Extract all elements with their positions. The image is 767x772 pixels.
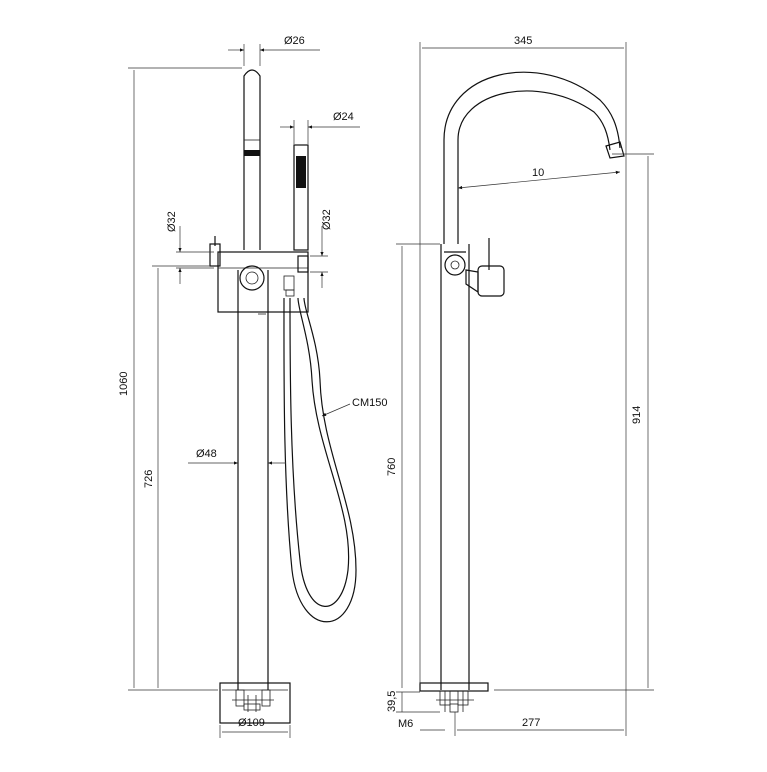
- dim-h39-5-label: 39,5: [386, 691, 398, 712]
- dim-angle10-label: 10: [532, 167, 544, 179]
- hose-cm150-label: CM150: [352, 397, 387, 409]
- dim-h1060-label: 1060: [118, 372, 130, 396]
- dim-w345-label: 345: [514, 35, 532, 47]
- dim-d32-left-label: Ø32: [166, 211, 178, 232]
- dim-d109-label: Ø109: [238, 717, 265, 729]
- dim-d24-label: Ø24: [333, 111, 354, 123]
- dim-w277-label: 277: [522, 717, 540, 729]
- dim-d48-label: Ø48: [196, 448, 217, 460]
- front-dimensions: Ø26 Ø24 Ø32 Ø32 1060 726 Ø48 C: [118, 35, 387, 738]
- dim-h914-label: 914: [631, 406, 643, 424]
- front-view: [209, 69, 357, 724]
- side-dimensions: 345 10 760 914 39,5 M6 277: [386, 35, 654, 736]
- dim-h726-label: 726: [143, 470, 155, 488]
- dim-d32-right-label: Ø32: [321, 209, 333, 230]
- dim-m6-label: M6: [398, 718, 413, 730]
- side-view: [419, 71, 625, 713]
- dim-d26-label: Ø26: [284, 35, 305, 47]
- dim-h760-label: 760: [386, 458, 398, 476]
